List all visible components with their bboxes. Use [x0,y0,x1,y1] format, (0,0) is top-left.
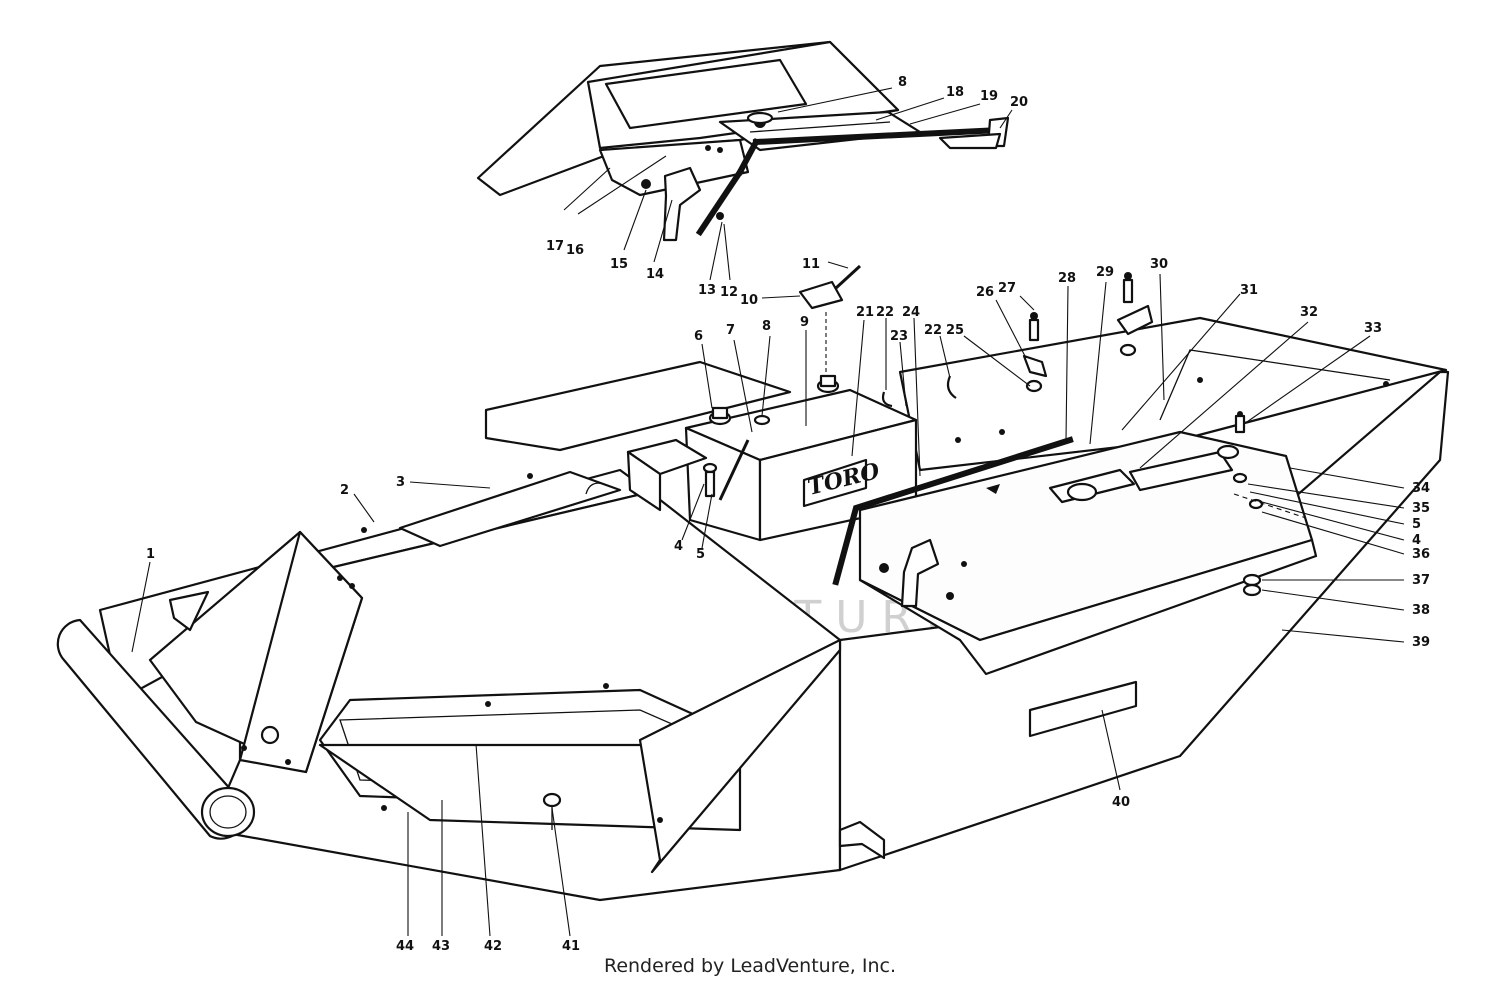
callout-32: 32 [1300,305,1318,320]
callout-3: 3 [396,475,405,490]
callout-44: 44 [396,939,414,954]
callout-26: 26 [976,285,994,300]
callout-8-top: 8 [898,75,907,90]
callout-4-right: 4 [1412,533,1421,548]
callout-20: 20 [1010,95,1028,110]
callout-9: 9 [800,315,809,330]
callout-14: 14 [646,267,664,282]
callout-22-a: 22 [876,305,894,320]
callout-27: 27 [998,281,1016,296]
callout-29: 29 [1096,265,1114,280]
callout-5-left: 5 [696,547,705,562]
callout-13: 13 [698,283,716,298]
callout-42: 42 [484,939,502,954]
callout-37: 37 [1412,573,1430,588]
callout-28: 28 [1058,271,1076,286]
callout-16: 16 [566,243,584,258]
side-rail [361,470,622,548]
callout-41: 41 [562,939,580,954]
callout-7: 7 [726,323,735,338]
callout-30: 30 [1150,257,1168,272]
battery-bracket [626,438,718,512]
callout-17: 17 [546,239,564,254]
callout-21: 21 [856,305,874,320]
callout-15: 15 [610,257,628,272]
callout-38: 38 [1412,603,1430,618]
hardware [381,272,1389,830]
callout-33: 33 [1364,321,1382,336]
front-roller [56,618,256,840]
callout-24: 24 [902,305,920,320]
callout-labels: 8 18 19 20 17 16 15 14 13 12 11 10 6 7 8… [146,75,1430,954]
callout-18: 18 [946,85,964,100]
callout-11: 11 [802,257,820,272]
callout-25: 25 [946,323,964,338]
callout-19: 19 [980,89,998,104]
console-cover [476,40,1010,242]
callout-5-right: 5 [1412,517,1421,532]
leader-lines [131,87,1405,937]
callout-34: 34 [1412,481,1430,496]
callout-10: 10 [740,293,758,308]
callout-40: 40 [1112,795,1130,810]
callout-12: 12 [720,285,738,300]
footer-credit: Rendered by LeadVenture, Inc. [603,955,897,977]
rear-cover [858,430,1318,676]
callout-36: 36 [1412,547,1430,562]
control-knob [798,264,862,310]
front-bracket [148,530,364,774]
callout-2: 2 [340,483,349,498]
callout-4-left: 4 [674,539,683,554]
callout-23: 23 [890,329,908,344]
callout-43: 43 [432,939,450,954]
callout-1: 1 [146,547,155,562]
callout-6: 6 [694,329,703,344]
gasket-strip [832,436,1074,586]
callout-22-b: 22 [924,323,942,338]
callout-35: 35 [1412,501,1430,516]
callout-39: 39 [1412,635,1430,650]
callout-8-mid: 8 [762,319,771,334]
callout-31: 31 [1240,283,1258,298]
